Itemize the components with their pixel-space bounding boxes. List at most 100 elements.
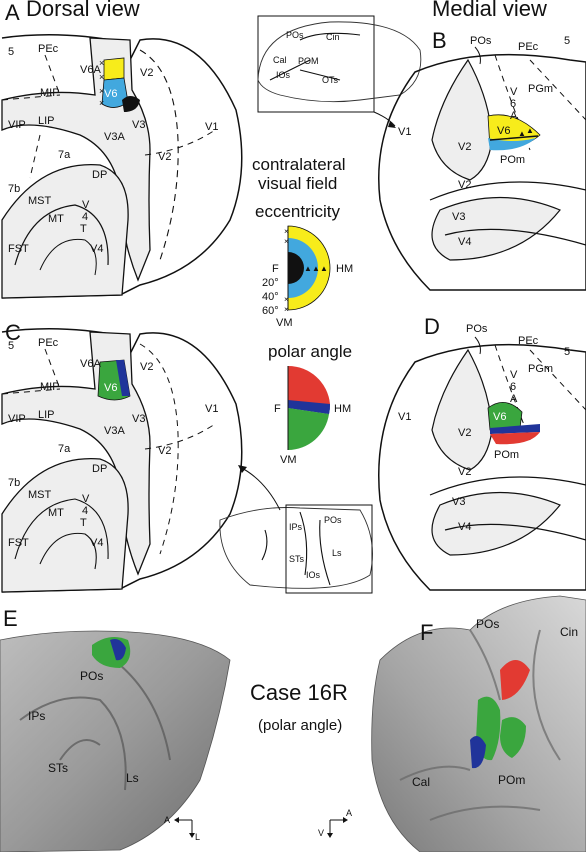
- svg-text:▲: ▲: [518, 129, 526, 138]
- svg-text:▲: ▲: [526, 126, 534, 135]
- panel-e: E POs IPs STs Ls A L: [0, 606, 231, 852]
- panel-b-lower-fill: [431, 196, 561, 261]
- label-c-5: 5: [8, 340, 14, 352]
- polar-label-vm: VM: [280, 454, 297, 466]
- panel-c-outline: [1, 328, 243, 593]
- panel-a-border-1: [139, 49, 179, 261]
- panel-d-v2-fill: [431, 348, 493, 471]
- panel-a-letter: A: [5, 0, 20, 25]
- panel-a-markers: × × × ×: [99, 58, 104, 108]
- svg-text:▲: ▲: [304, 264, 312, 273]
- svg-text:×: ×: [99, 58, 104, 68]
- label-c-7a: 7a: [58, 443, 71, 455]
- inset-label-pos: POs: [286, 30, 304, 40]
- inset-bottom-brain: [219, 507, 373, 589]
- panel-a-outline: [1, 34, 243, 299]
- f-axis-v: V: [318, 828, 324, 838]
- medial-view-title: Medial view: [432, 0, 547, 21]
- inset-top-arrow: [373, 111, 396, 127]
- label-d-v3: V3: [452, 496, 465, 508]
- legend-visual-field: visual field: [258, 174, 337, 193]
- label-b-v2: V2: [458, 141, 471, 153]
- label-v3: V3: [132, 119, 145, 131]
- legend-polar-title: polar angle: [268, 342, 352, 361]
- svg-text:×: ×: [99, 98, 104, 108]
- label-c-vip: VIP: [8, 413, 26, 425]
- svg-text:×: ×: [99, 86, 104, 96]
- f-label-pos: POs: [476, 617, 499, 631]
- label-c-pec: PEc: [38, 337, 59, 349]
- panel-a-v6a-yellow: [103, 57, 125, 81]
- panel-f-green-patch-2: [500, 717, 526, 758]
- e-label-ips: IPs: [28, 709, 45, 723]
- label-dp: DP: [92, 169, 107, 181]
- label-d-v: V: [510, 369, 518, 381]
- polar-labels: F HM VM: [274, 403, 351, 466]
- label-c-lip: LIP: [38, 409, 55, 421]
- svg-text:×: ×: [99, 72, 104, 82]
- polar-legend: F HM VM: [274, 365, 351, 466]
- f-axis-a: A: [346, 808, 352, 818]
- label-v4: V4: [90, 243, 103, 255]
- label-c-7b: 7b: [8, 477, 20, 489]
- inset-b-label-ips: IPs: [289, 522, 303, 532]
- panel-a-v6-black: [122, 96, 140, 112]
- inset-label-pom: POM: [298, 56, 319, 66]
- inset-bottom-arrow: [239, 466, 281, 511]
- label-c-fst: FST: [8, 537, 29, 549]
- svg-text:×: ×: [284, 295, 289, 304]
- inset-bottom-sulci: [261, 511, 331, 586]
- label-c-4: 4: [82, 505, 88, 517]
- panel-f: F POs Cin Cal POm A V: [318, 595, 586, 852]
- label-fst: FST: [8, 243, 29, 255]
- legend-contralateral: contralateral: [252, 155, 346, 174]
- ecc-markers: ▲▲▲ ××××: [284, 227, 328, 314]
- label-b-pos: POs: [470, 35, 492, 47]
- label-b-v1: V1: [398, 126, 411, 138]
- label-c-t: T: [80, 517, 87, 529]
- ecc-label-60: 60°: [262, 305, 279, 317]
- label-4: 4: [82, 211, 88, 223]
- inset-bottom: IPs POs STs Ls IOs: [219, 465, 373, 594]
- panel-f-blue-patch: [470, 736, 486, 769]
- label-c-v2b: V2: [158, 445, 171, 457]
- panel-b-pos-arrow: [474, 46, 481, 65]
- label-mst: MST: [28, 195, 52, 207]
- panel-c-v6-blue: [116, 360, 130, 396]
- inset-b-label-ios: IOs: [306, 570, 321, 580]
- panel-d-sulci: [429, 476, 586, 541]
- label-v2: V2: [140, 67, 153, 79]
- label-mip: MIP: [40, 87, 60, 99]
- label-b-v2b: V2: [458, 179, 471, 191]
- panel-a-lower-fill: [1, 163, 129, 299]
- panel-d-pos-arrow: [474, 336, 481, 355]
- legend-eccentricity-title: eccentricity: [255, 202, 341, 221]
- e-label-pos: POs: [80, 669, 103, 683]
- panel-c-labels: 5 PEc V6A MIP V6 V2 VIP LIP V3 V1 V3A 7a…: [8, 337, 218, 549]
- label-b-a: A: [510, 110, 518, 122]
- inset-top-labels: POs Cin POM Cal IOs OTs: [273, 30, 340, 85]
- panel-d-v6-blue: [490, 424, 540, 434]
- label-5: 5: [8, 46, 14, 58]
- label-b-pec: PEc: [518, 41, 539, 53]
- ecc-label-vm: VM: [276, 317, 293, 329]
- inset-b-label-ls: Ls: [332, 548, 342, 558]
- ecc-label-20: 20°: [262, 277, 279, 289]
- panel-e-blue-patch: [110, 639, 126, 661]
- panel-c: C 5 PEc V6A MIP V6 V2 VIP LIP V3 V1 V3A …: [1, 320, 243, 593]
- e-label-ls: Ls: [126, 771, 139, 785]
- inset-label-cal: Cal: [273, 55, 287, 65]
- panel-f-letter: F: [420, 620, 433, 645]
- inset-b-label-pos: POs: [324, 515, 342, 525]
- f-label-pom: POm: [498, 773, 525, 787]
- panel-a-sulcus-2: [39, 238, 97, 276]
- ecc-label-40: 40°: [262, 291, 279, 303]
- label-c-v: V: [82, 493, 90, 505]
- polar-red: [288, 365, 330, 404]
- eccentricity-legend: ▲▲▲ ×××× F HM 20° 40° 60° VM: [262, 225, 353, 329]
- panel-b-outline: [378, 53, 586, 291]
- panel-f-axes: A V: [318, 808, 352, 838]
- panel-c-letter: C: [5, 320, 21, 345]
